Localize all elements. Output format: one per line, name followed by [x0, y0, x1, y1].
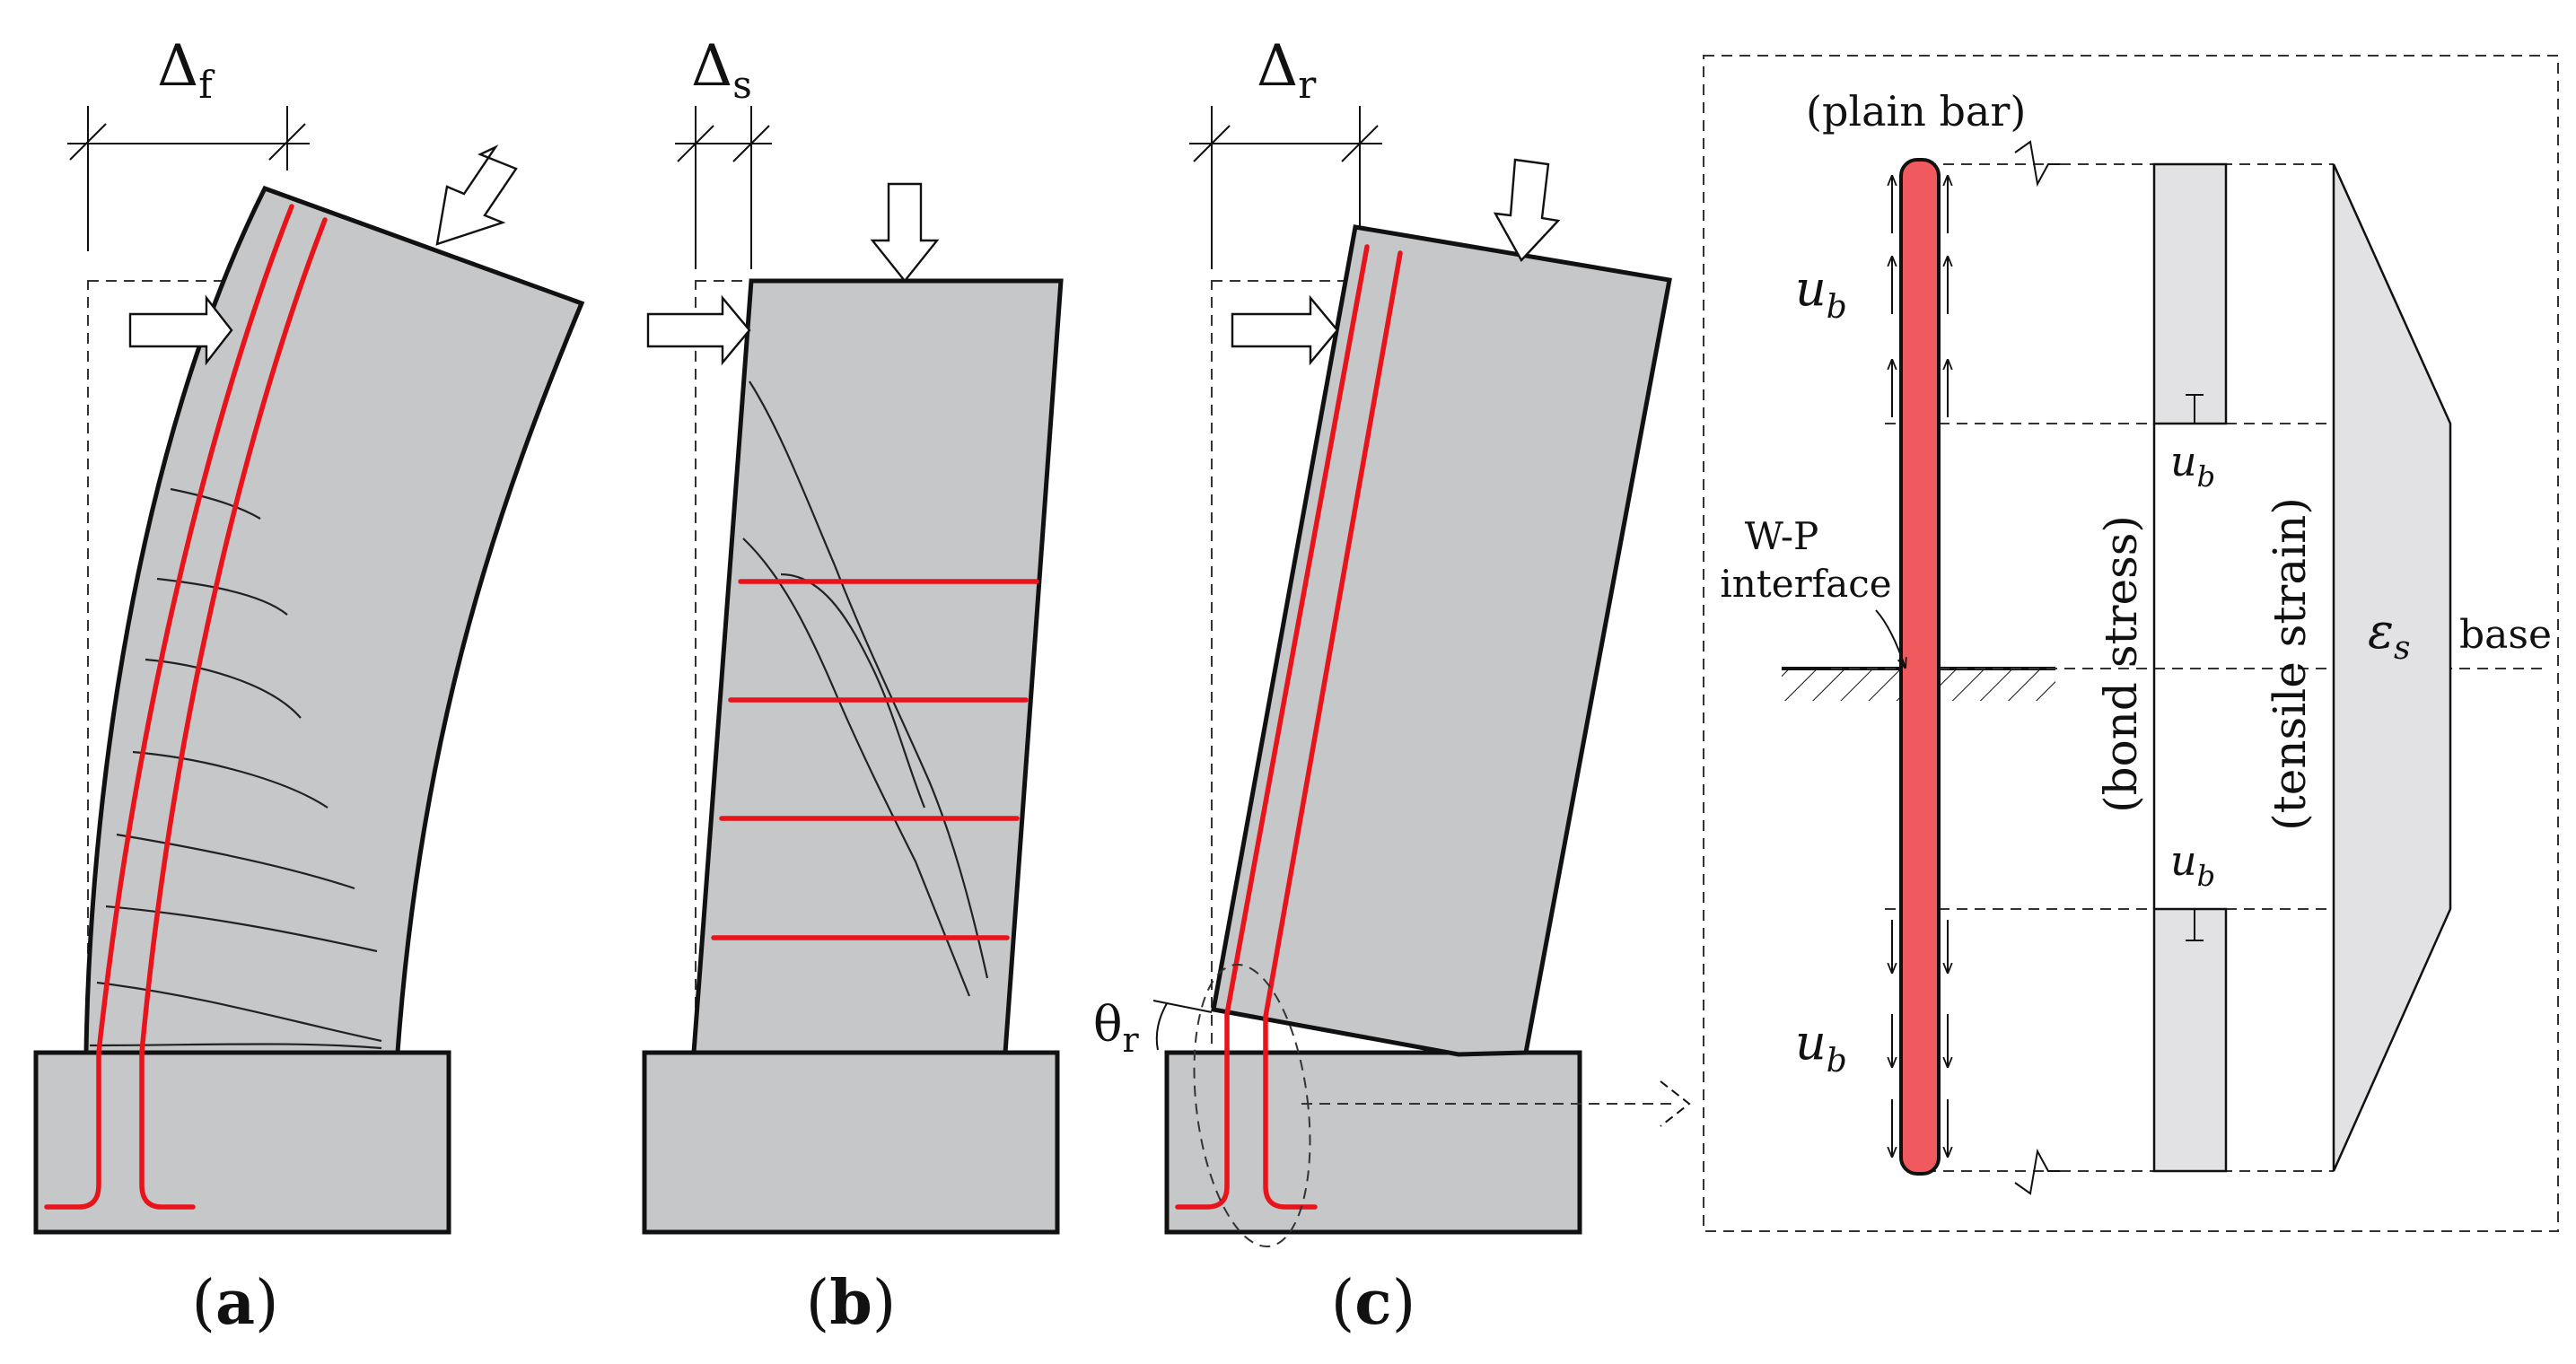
axial-load-arrow — [1493, 158, 1561, 263]
caption-b: (b) — [806, 1267, 897, 1339]
delta-s-label: Δs — [691, 33, 752, 107]
interface-label-line2: interface — [1720, 562, 1891, 606]
plain-bar — [1899, 158, 1941, 1176]
panel-b: Δs (b) — [642, 33, 1064, 1339]
rebar-left — [1175, 244, 1370, 1210]
bond-stress-arrows-lower — [1892, 920, 1948, 1158]
stirrups — [711, 579, 1039, 940]
rotation-indicator — [1152, 1000, 1213, 1051]
rebar-right — [1263, 250, 1403, 1210]
theta-r-label: θr — [1093, 996, 1140, 1060]
footing — [1164, 1050, 1582, 1235]
detail-panel: (plain bar) ub ub ub ub W-P interface (b… — [1703, 55, 2559, 1232]
bond-stress-label: (bond stress) — [2095, 515, 2147, 813]
footing — [33, 1050, 451, 1235]
caption-c: (c) — [1331, 1267, 1415, 1339]
strain-symbol: εs — [2368, 603, 2410, 667]
original-outline — [87, 280, 399, 1054]
panel-c: Δr θr (c) — [1093, 33, 1691, 1339]
interface-label-line1: W-P — [1745, 514, 1819, 558]
delta-r-label: Δr — [1257, 33, 1317, 107]
anchorage-region-ellipse — [1193, 963, 1311, 1248]
lateral-load-arrow — [646, 294, 751, 366]
delta-s-dimension — [675, 106, 772, 269]
interface-leader — [1875, 609, 1906, 669]
break-mark — [2014, 140, 2060, 188]
deformed-column — [83, 185, 585, 1055]
rocking-column — [1211, 224, 1672, 1057]
tensile-strain-diagram — [2332, 163, 2452, 1172]
original-outline — [695, 280, 1006, 1054]
axial-load-arrow — [870, 182, 940, 283]
bond-stress-diagram — [2152, 162, 2228, 1173]
delta-r-dimension — [1189, 106, 1382, 269]
bond-symbol-lower-bar: ub — [1795, 1014, 1847, 1080]
lateral-load-arrow — [1231, 294, 1339, 366]
tensile-strain-label: (tensile strain) — [2264, 497, 2316, 831]
axial-load-arrow — [435, 144, 518, 246]
rebar-left — [44, 204, 294, 1210]
footing — [642, 1050, 1060, 1235]
flexural-cracks — [89, 487, 382, 1050]
rebar-right — [139, 217, 328, 1210]
detail-frame — [1703, 55, 2559, 1232]
bond-symbol-peak-upper: ub — [2170, 437, 2215, 494]
bond-stress-arrows-upper — [1892, 175, 1948, 417]
base-label: base — [2459, 612, 2552, 658]
delta-f-dimension — [67, 106, 310, 251]
panel-a: Δf (a) — [33, 33, 585, 1339]
shear-cracks — [742, 380, 989, 997]
original-outline — [1211, 280, 1522, 1054]
bond-symbol-upper-bar: ub — [1795, 260, 1847, 326]
plain-bar-label: (plain bar) — [1806, 87, 2026, 136]
lateral-load-arrow — [128, 294, 233, 366]
caption-a: (a) — [191, 1267, 278, 1339]
delta-f-label: Δf — [157, 33, 215, 107]
bond-symbol-peak-lower: ub — [2170, 836, 2215, 893]
